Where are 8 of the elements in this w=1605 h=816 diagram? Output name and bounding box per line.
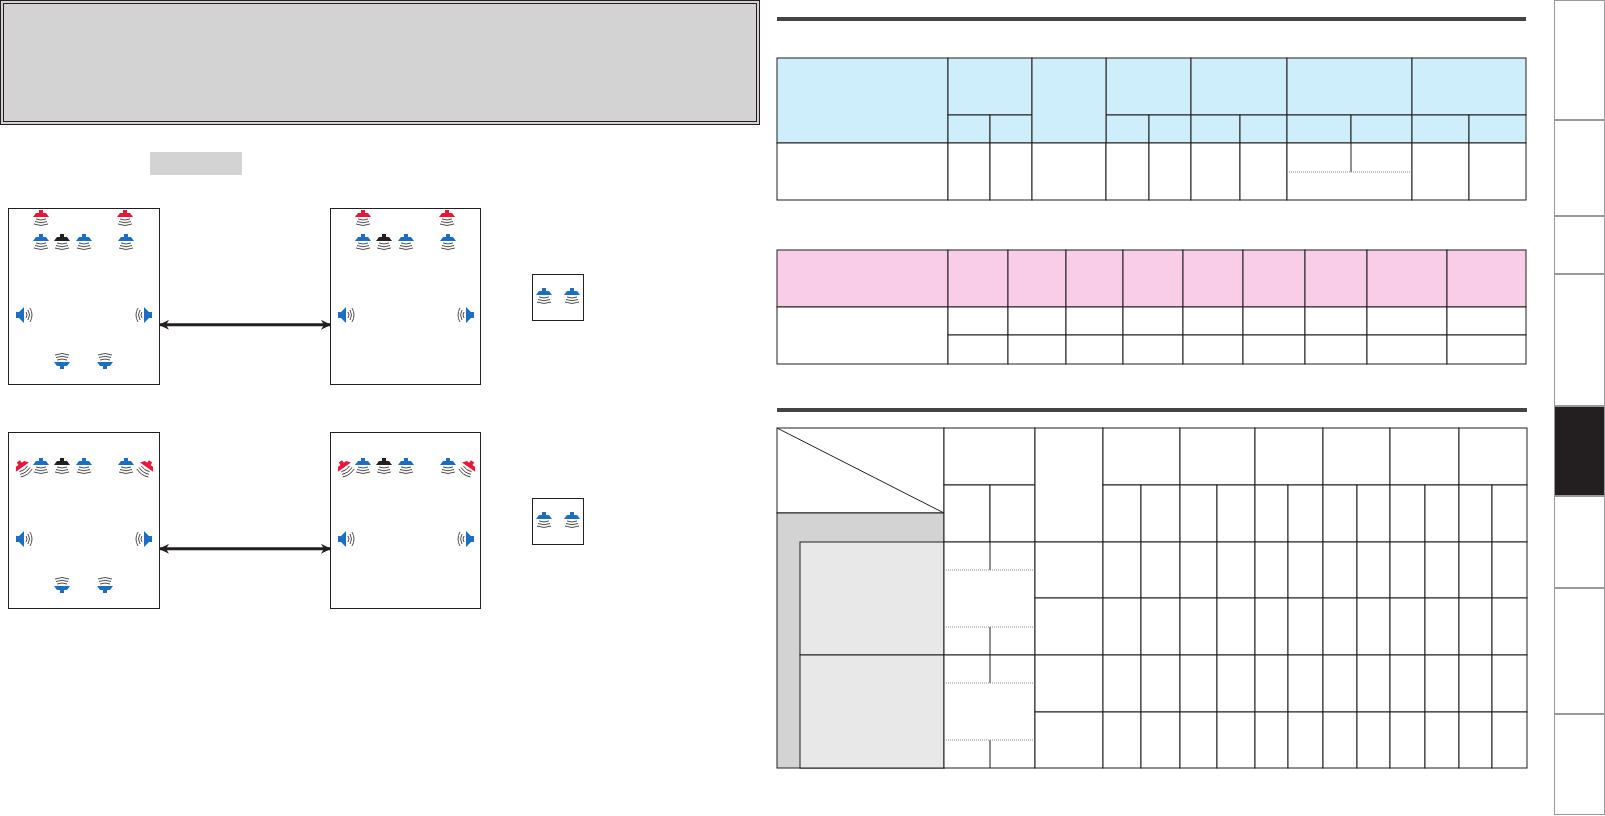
speaker-pair-box: [532, 498, 584, 545]
speaker-pair-box: [532, 274, 584, 321]
room-layout-box: [330, 208, 481, 385]
room-layout-box: [8, 208, 160, 385]
room-layout-box: [330, 432, 481, 609]
double-arrow: [159, 319, 331, 330]
double-arrow: [159, 543, 331, 554]
room-layout-box: [8, 432, 160, 609]
